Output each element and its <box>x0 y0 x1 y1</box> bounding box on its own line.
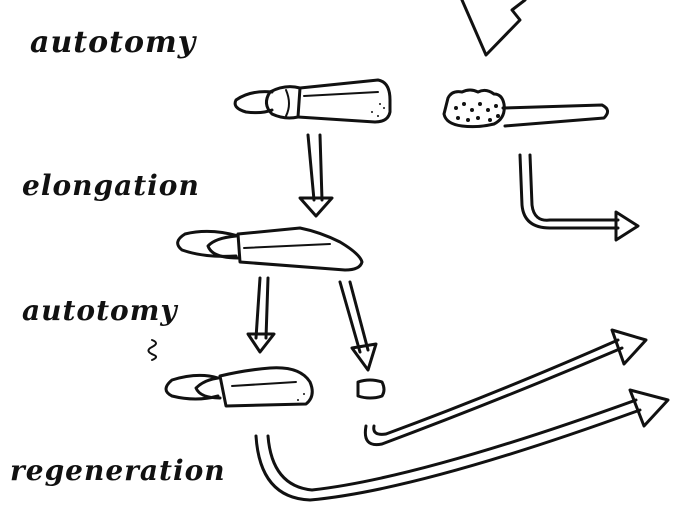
organism-elongated <box>178 228 362 270</box>
arrow-down-left <box>248 278 274 352</box>
arrow-to-right-middle <box>365 330 646 445</box>
arrow-down-elongation <box>300 135 332 216</box>
arrow-to-right-top <box>520 155 638 240</box>
label-autotomy-1: autotomy <box>30 25 198 60</box>
organism-intact <box>235 80 390 122</box>
squiggle-mark <box>148 340 156 360</box>
label-regeneration: regeneration <box>10 454 226 487</box>
label-autotomy-2: autotomy <box>22 294 178 327</box>
organism-after-autotomy <box>166 368 312 406</box>
arrow-down-right <box>340 282 376 370</box>
organism-fragment-small <box>358 380 384 398</box>
arrowhead-fragment <box>462 0 525 55</box>
label-elongation: elongation <box>22 169 200 202</box>
organism-fragment-top <box>444 90 608 127</box>
